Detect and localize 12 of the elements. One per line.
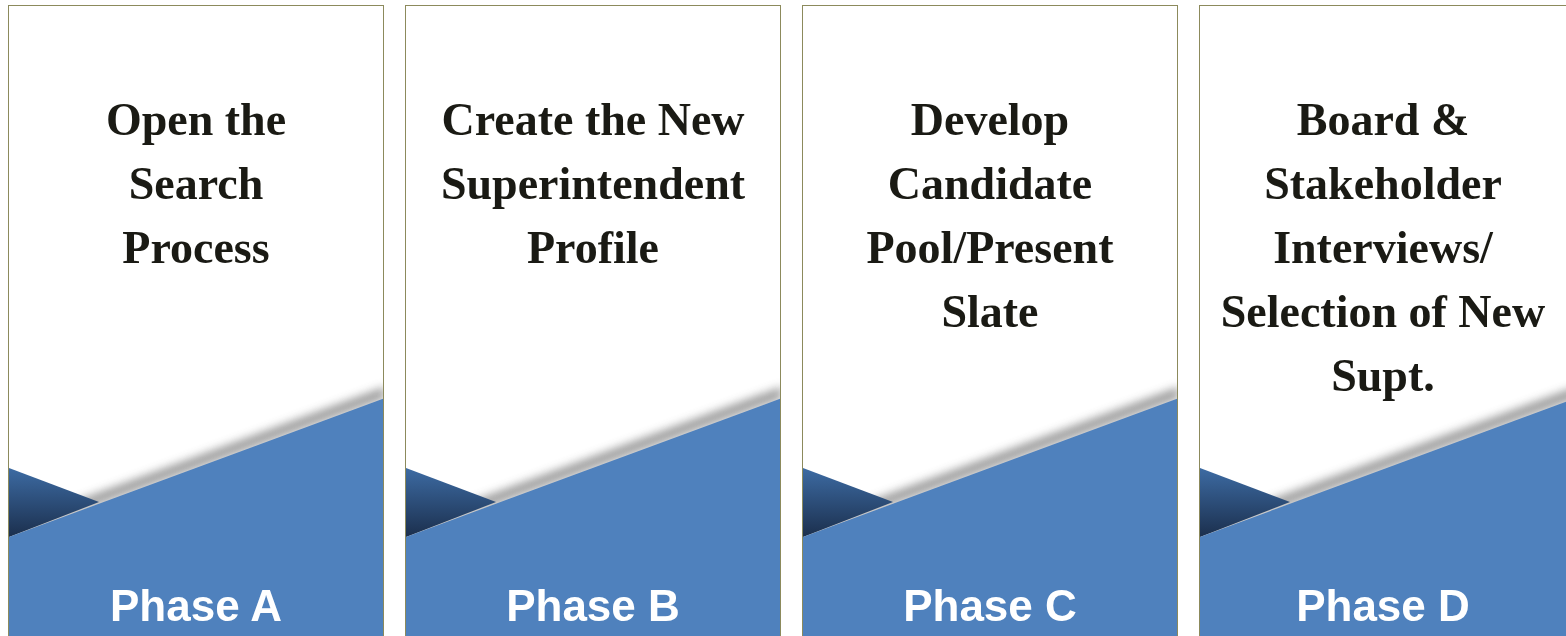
phase-title: Open the Search Process <box>104 93 288 275</box>
phase-card <box>405 5 781 636</box>
phase-title: Board & Stakeholder Interviews/ Selection of New Supt. <box>1219 93 1547 403</box>
phase-label: Phase B <box>505 580 681 632</box>
phase-title: Create the New Superintendent Profile <box>439 93 747 275</box>
phase-card <box>1199 5 1566 636</box>
phase-label: Phase D <box>1295 580 1471 632</box>
phase-title: Develop Candidate Pool/Present Slate <box>865 93 1115 339</box>
phase-card <box>802 5 1178 636</box>
phase-card <box>8 5 384 636</box>
phase-label: Phase C <box>902 580 1078 632</box>
phase-label: Phase A <box>109 580 283 632</box>
